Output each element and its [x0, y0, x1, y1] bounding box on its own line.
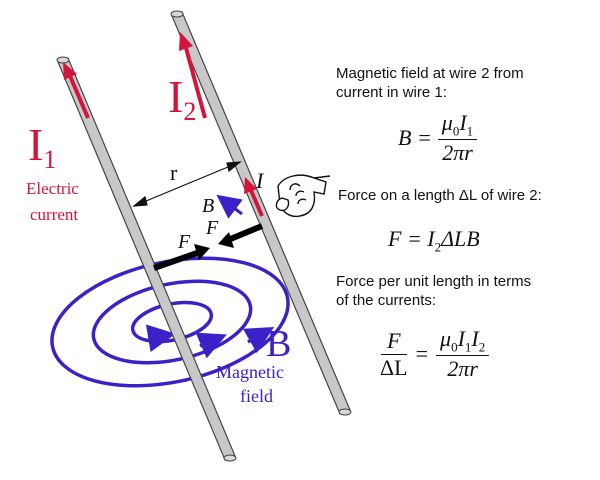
electric-current-label-line2: current: [30, 205, 78, 224]
separation-dimension: [132, 161, 242, 207]
field-arrow-middle: [195, 332, 227, 359]
equation-force: F = I2ΔLB: [388, 226, 480, 255]
wire-1: [56, 56, 237, 462]
current-arrow-wire-1: [68, 75, 90, 119]
equation-force-per-length: F ΔL = μ0I1I2 2πr: [380, 326, 490, 382]
panel-text-force-length: Force on a length ΔL of wire 2:: [338, 187, 542, 204]
panel-text-force-per-length: Force per unit length in terms of the cu…: [336, 273, 532, 309]
current-arrow-small: [248, 187, 264, 217]
magnetic-field-label-line1: Magnetic: [216, 362, 284, 382]
force-arrow-wire-2: [226, 223, 264, 243]
field-arrow-outer: [242, 327, 275, 354]
field-arrow-inner: [145, 324, 176, 353]
field-direction-arrow: [216, 194, 243, 219]
current-arrows: [63, 32, 264, 217]
force-label-left: F: [177, 231, 191, 253]
equation-field: B = μ0I1 2πr: [398, 110, 478, 166]
force-label-right: F: [205, 217, 219, 239]
panel-text-field-intro: Magnetic field at wire 2 from current in…: [336, 65, 524, 101]
current-2-label: I2: [168, 71, 196, 126]
magnetic-field-loops: [50, 256, 290, 388]
magnetic-field-label-line2: field: [240, 386, 273, 406]
force-arrow-wire-1: [153, 249, 201, 271]
separation-label: r: [170, 160, 178, 185]
current-arrow-wire-2: [184, 47, 207, 119]
field-big-label: B: [266, 323, 291, 365]
small-field-label: B: [202, 195, 214, 217]
small-current-label: I: [255, 168, 265, 193]
field-loop-middle: [91, 279, 253, 365]
force-arrows: [153, 223, 264, 271]
electric-current-label-line1: Electric: [26, 179, 79, 198]
right-hand-icon: [275, 174, 331, 218]
field-loop-outer: [50, 256, 290, 388]
current-1-label: I1: [28, 119, 56, 174]
